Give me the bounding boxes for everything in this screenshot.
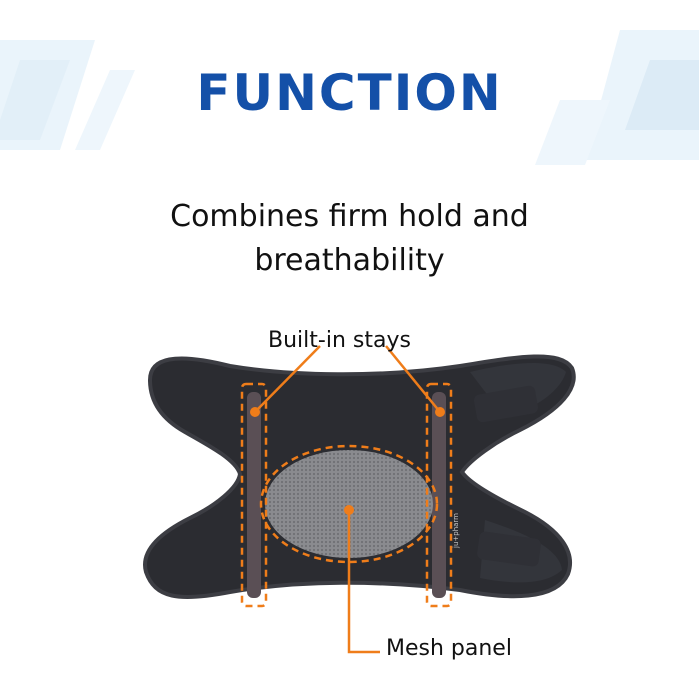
callout-mesh-panel: Mesh panel [386,636,512,661]
brand-tag: ju+pharm [452,513,460,549]
subtitle: Combines firm hold and breathability [170,199,529,278]
callout-built-in-stays: Built-in stays [268,328,411,353]
right-stay [432,392,446,598]
mesh-panel [265,450,433,558]
left-stay [247,392,261,598]
page-title: FUNCTION [196,64,503,122]
